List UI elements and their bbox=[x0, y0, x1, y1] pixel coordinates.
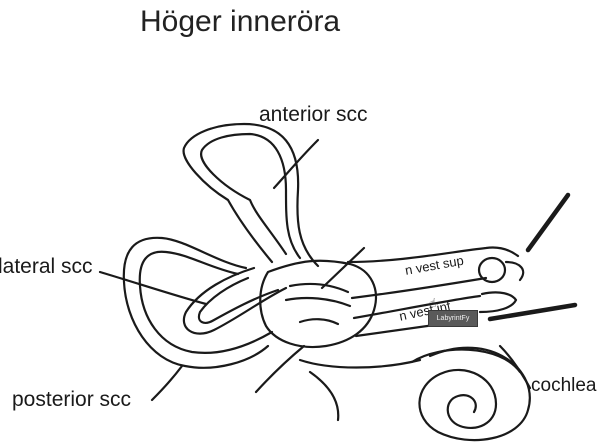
pointer-posterior bbox=[150, 364, 184, 402]
anterior-canal bbox=[182, 122, 320, 268]
label-anterior-scc: anterior scc bbox=[259, 103, 368, 126]
pointer-anterior bbox=[272, 138, 320, 190]
label-posterior-scc: posterior scc bbox=[12, 388, 132, 411]
nerve-vest-sup bbox=[346, 246, 520, 300]
hand-cursor-icon: ☝ bbox=[429, 296, 437, 310]
anterior-canal-inner bbox=[200, 132, 302, 260]
marker-line-upper bbox=[525, 192, 571, 253]
cochlea-spiral bbox=[418, 346, 531, 442]
page-title: Höger inneröra bbox=[140, 5, 341, 38]
lateral-canal bbox=[182, 266, 288, 335]
vestibule bbox=[259, 259, 378, 349]
lateral-canal-inner bbox=[197, 276, 280, 324]
marker-line-lower bbox=[487, 302, 578, 322]
pointer-cochlea bbox=[498, 344, 532, 390]
posterior-canal bbox=[122, 236, 270, 369]
nerve-end-sup bbox=[477, 256, 507, 284]
label-cochlea: cochlea bbox=[531, 375, 597, 396]
hover-tooltip: LabyrintFy bbox=[428, 310, 478, 327]
label-lateral-scc: lateral scc bbox=[0, 255, 93, 278]
pointer-lateral bbox=[98, 270, 208, 306]
pointer-vestibule bbox=[320, 246, 366, 290]
posterior-canal-inner bbox=[138, 250, 274, 354]
pointer-lower bbox=[254, 344, 306, 394]
